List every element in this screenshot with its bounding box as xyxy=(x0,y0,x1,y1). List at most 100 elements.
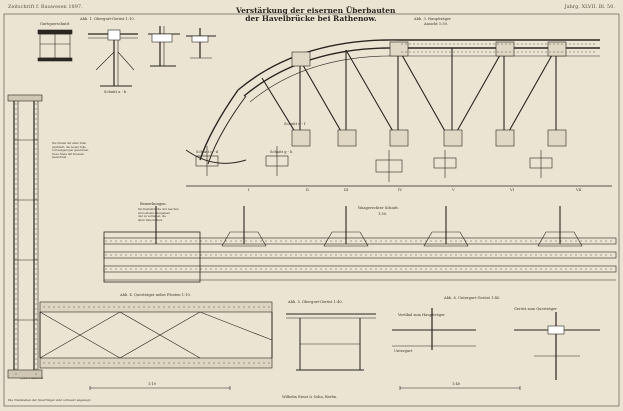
rivet xyxy=(255,240,257,242)
rivet xyxy=(375,268,377,270)
rivet xyxy=(280,240,282,242)
rivet xyxy=(409,51,411,53)
rivet xyxy=(233,306,235,308)
rivet xyxy=(35,168,37,170)
rivet xyxy=(320,240,322,242)
rivet xyxy=(445,268,447,270)
rivet xyxy=(461,43,463,45)
rivet xyxy=(460,240,462,242)
rivet xyxy=(140,240,142,242)
rivet xyxy=(365,268,367,270)
sheet-number: Jahrg. XLVII. Bl. 50. xyxy=(564,4,615,10)
rivet xyxy=(255,268,257,270)
panel-label-5: V xyxy=(452,188,455,192)
rivet xyxy=(415,240,417,242)
rivet xyxy=(238,362,240,364)
rivet xyxy=(103,306,105,308)
rivet xyxy=(360,268,362,270)
rivet xyxy=(35,303,37,305)
rivet xyxy=(15,153,17,155)
rivet xyxy=(360,240,362,242)
rivet xyxy=(110,240,112,242)
rivet xyxy=(560,268,562,270)
rivet xyxy=(545,43,547,45)
rivet xyxy=(35,178,37,180)
rivet xyxy=(35,143,37,145)
rivet xyxy=(15,293,17,295)
rivet xyxy=(165,240,167,242)
rivet xyxy=(265,240,267,242)
rivet xyxy=(553,51,555,53)
rivet xyxy=(600,268,602,270)
rivet xyxy=(285,254,287,256)
rivet xyxy=(545,51,547,53)
rivet xyxy=(305,240,307,242)
rivet xyxy=(270,254,272,256)
rivet xyxy=(589,43,591,45)
rivet xyxy=(417,51,419,53)
rivet xyxy=(230,240,232,242)
rivet xyxy=(223,306,225,308)
rivet xyxy=(500,240,502,242)
rivet xyxy=(120,268,122,270)
fig6-caption: Abb. 6. Untergurt-Gerüst 1:40. xyxy=(444,296,501,300)
rivet xyxy=(585,43,587,45)
rivet xyxy=(15,108,17,110)
rivet xyxy=(15,243,17,245)
left-vertical-frame xyxy=(7,94,43,379)
rivet xyxy=(310,268,312,270)
rivet xyxy=(15,228,17,230)
rivet xyxy=(225,240,227,242)
rivet xyxy=(35,128,37,130)
rivet xyxy=(180,268,182,270)
rivet xyxy=(457,51,459,53)
rivet xyxy=(73,306,75,308)
rivet xyxy=(497,51,499,53)
rivet xyxy=(495,240,497,242)
rivet xyxy=(15,118,17,120)
rivet xyxy=(425,268,427,270)
rivet xyxy=(215,240,217,242)
rivet xyxy=(365,240,367,242)
rivet xyxy=(590,240,592,242)
rivet xyxy=(350,240,352,242)
rivet xyxy=(243,306,245,308)
rivet xyxy=(585,51,587,53)
rivet xyxy=(15,143,17,145)
fig6-scaffold xyxy=(392,308,600,380)
rivet xyxy=(190,240,192,242)
rivet xyxy=(15,238,17,240)
rivet xyxy=(15,343,17,345)
rivet xyxy=(158,306,160,308)
rivet xyxy=(460,268,462,270)
rivet xyxy=(235,268,237,270)
rivet xyxy=(465,254,467,256)
rivet xyxy=(138,306,140,308)
gurt-cross-section xyxy=(37,29,73,62)
rivet xyxy=(537,43,539,45)
rivet xyxy=(98,362,100,364)
rivet xyxy=(205,240,207,242)
rivet xyxy=(88,306,90,308)
rivet xyxy=(515,240,517,242)
rivet xyxy=(325,254,327,256)
rivet xyxy=(265,268,267,270)
rivet xyxy=(545,254,547,256)
rivet xyxy=(320,268,322,270)
rivet xyxy=(310,240,312,242)
rivet xyxy=(203,362,205,364)
rivet xyxy=(143,362,145,364)
rivet xyxy=(15,248,17,250)
rivet xyxy=(203,306,205,308)
rivet xyxy=(453,51,455,53)
rivet xyxy=(15,363,17,365)
rivet xyxy=(610,254,612,256)
rivet xyxy=(173,306,175,308)
rivet xyxy=(290,268,292,270)
rivet xyxy=(490,240,492,242)
section-details xyxy=(195,146,553,182)
rivet xyxy=(15,128,17,130)
rivet xyxy=(15,328,17,330)
rivet xyxy=(15,103,17,105)
rivet xyxy=(430,240,432,242)
